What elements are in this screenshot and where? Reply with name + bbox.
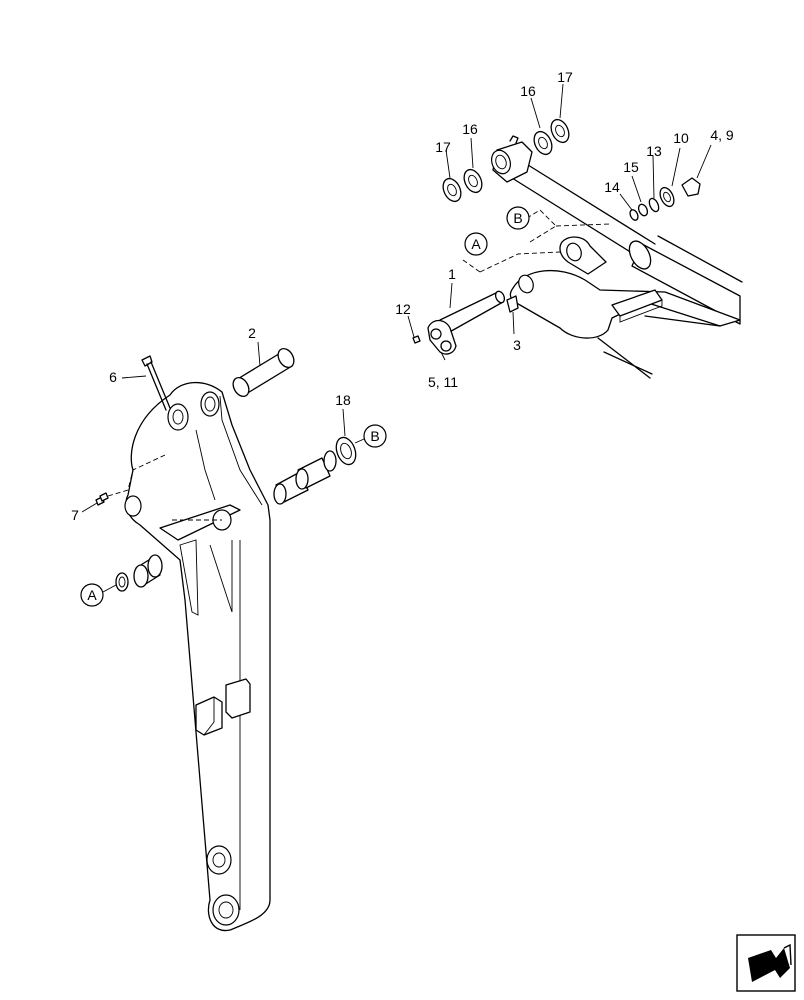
washer-stack-right [629,177,701,221]
callout-17-left: 17 [435,139,451,155]
arm-assembly [124,381,271,932]
callout-7: 7 [71,507,79,523]
marker-a-upper: A [464,232,488,256]
callout-16-right: 16 [520,83,536,99]
hidden-line-lower [107,454,166,497]
marker-a-upper-label: A [471,236,481,252]
ref-line-a-upper [462,251,561,273]
pins-7 [95,492,109,506]
bushing-pair-right [273,436,357,505]
callout-4-9: 4, 9 [710,127,734,143]
bushing-lower-left [115,554,163,592]
bushing-2 [232,348,295,397]
leader-lines [81,83,712,513]
callout-13: 13 [646,143,662,159]
callout-6: 6 [109,369,117,385]
marker-b-lower-label: B [370,428,379,444]
marker-b-upper-label: B [513,210,522,226]
callout-labels: 1 2 3 4, 9 5, 11 6 7 10 12 13 14 15 16 1… [71,69,734,523]
callout-12: 12 [395,301,411,317]
bolt-6 [141,355,171,411]
callout-15: 15 [623,159,639,175]
page-turn-arrow-icon[interactable] [736,934,796,992]
grease-fitting-12 [412,335,421,344]
callout-18: 18 [335,392,351,408]
boom-cylinder-assembly [490,135,743,379]
callout-14: 14 [604,179,620,195]
marker-a-lower: A [80,583,117,607]
callout-1: 1 [448,266,456,282]
callout-5-11: 5, 11 [428,374,458,390]
marker-b-upper: B [506,206,530,230]
marker-b-lower: B [354,424,387,448]
ref-line-b-upper [526,209,611,243]
washer-stack-left [442,118,570,203]
pin-1 [427,290,506,355]
callout-2: 2 [248,325,256,341]
marker-a-lower-label: A [87,587,97,603]
callout-3: 3 [513,337,521,353]
callout-10: 10 [673,130,689,146]
callout-17-right: 17 [557,69,573,85]
clip-3 [506,295,519,313]
callout-16-left: 16 [462,121,478,137]
